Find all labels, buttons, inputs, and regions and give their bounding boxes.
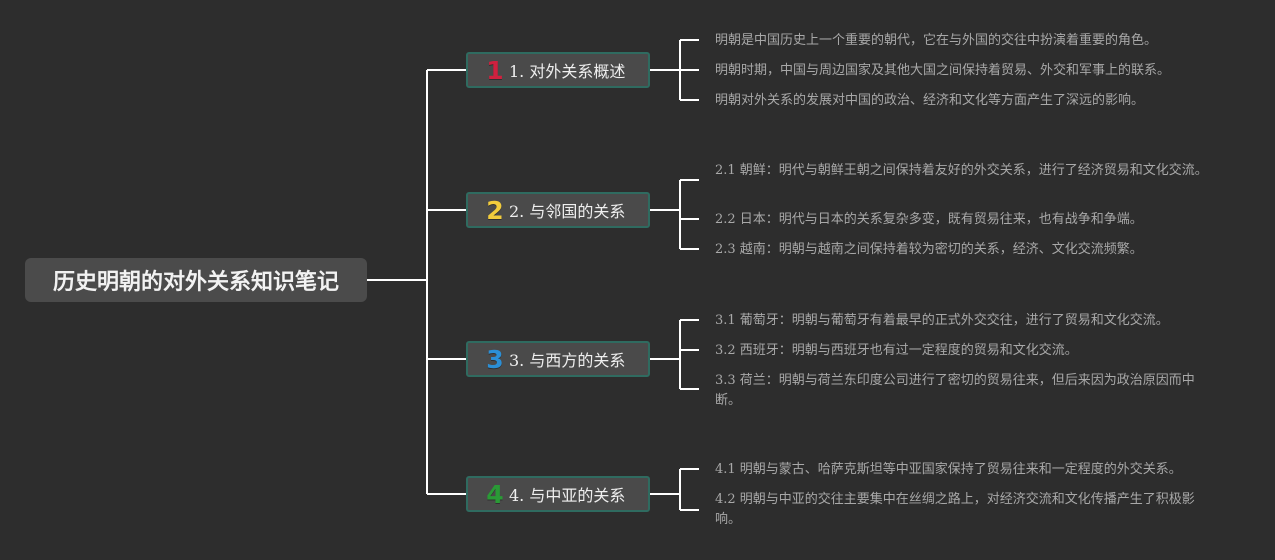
branch-topic-4[interactable]: 4 4. 与中亚的关系: [466, 476, 650, 512]
leaf-topic[interactable]: 4.1 明朝与蒙古、哈萨克斯坦等中亚国家保持了贸易往来和一定程度的外交关系。: [715, 462, 1182, 477]
leaf-topic[interactable]: 明朝对外关系的发展对中国的政治、经济和文化等方面产生了深远的影响。: [715, 93, 1145, 108]
branch-topic-1[interactable]: 1 1. 对外关系概述: [466, 52, 650, 88]
leaf-topic[interactable]: 2.2 日本：明代与日本的关系复杂多变，既有贸易往来，也有战争和争端。: [715, 212, 1143, 227]
branch-topic-label: 3. 与西方的关系: [509, 351, 626, 370]
root-topic-label: 历史明朝的对外关系知识笔记: [52, 270, 339, 295]
number-2-icon: 2: [486, 195, 504, 225]
branch-topic-2[interactable]: 2 2. 与邻国的关系: [466, 192, 650, 228]
branch-topic-label: 2. 与邻国的关系: [509, 202, 626, 221]
branch-topic-label: 1. 对外关系概述: [509, 62, 626, 81]
leaf-topic[interactable]: 明朝是中国历史上一个重要的朝代，它在与外国的交往中扮演着重要的角色。: [715, 33, 1158, 48]
leaf-topic[interactable]: 3.2 西班牙：明朝与西班牙也有过一定程度的贸易和文化交流。: [715, 343, 1078, 358]
leaf-topic[interactable]: 2.1 朝鲜：明代与朝鲜王朝之间保持着友好的外交关系，进行了经济贸易和文化交流。: [715, 163, 1208, 178]
leaf-topic[interactable]: 3.3 荷兰：明朝与荷兰东印度公司进行了密切的贸易往来，但后来因为政治原因而中断…: [715, 373, 1195, 408]
number-4-icon: 4: [486, 479, 504, 509]
leaf-topic[interactable]: 3.1 葡萄牙：明朝与葡萄牙有着最早的正式外交交往，进行了贸易和文化交流。: [715, 313, 1169, 328]
number-1-icon: 1: [486, 55, 504, 85]
branch-topic-3[interactable]: 3 3. 与西方的关系: [466, 341, 650, 377]
leaf-topic[interactable]: 2.3 越南：明朝与越南之间保持着较为密切的关系，经济、文化交流频繁。: [715, 242, 1143, 257]
branch-topic-label: 4. 与中亚的关系: [509, 486, 626, 505]
leaf-topic[interactable]: 明朝时期，中国与周边国家及其他大国之间保持着贸易、外交和军事上的联系。: [715, 63, 1171, 78]
leaf-topic[interactable]: 4.2 明朝与中亚的交往主要集中在丝绸之路上，对经济交流和文化传播产生了积极影响…: [715, 492, 1195, 527]
root-topic[interactable]: 历史明朝的对外关系知识笔记: [25, 258, 367, 302]
number-3-icon: 3: [486, 344, 504, 374]
